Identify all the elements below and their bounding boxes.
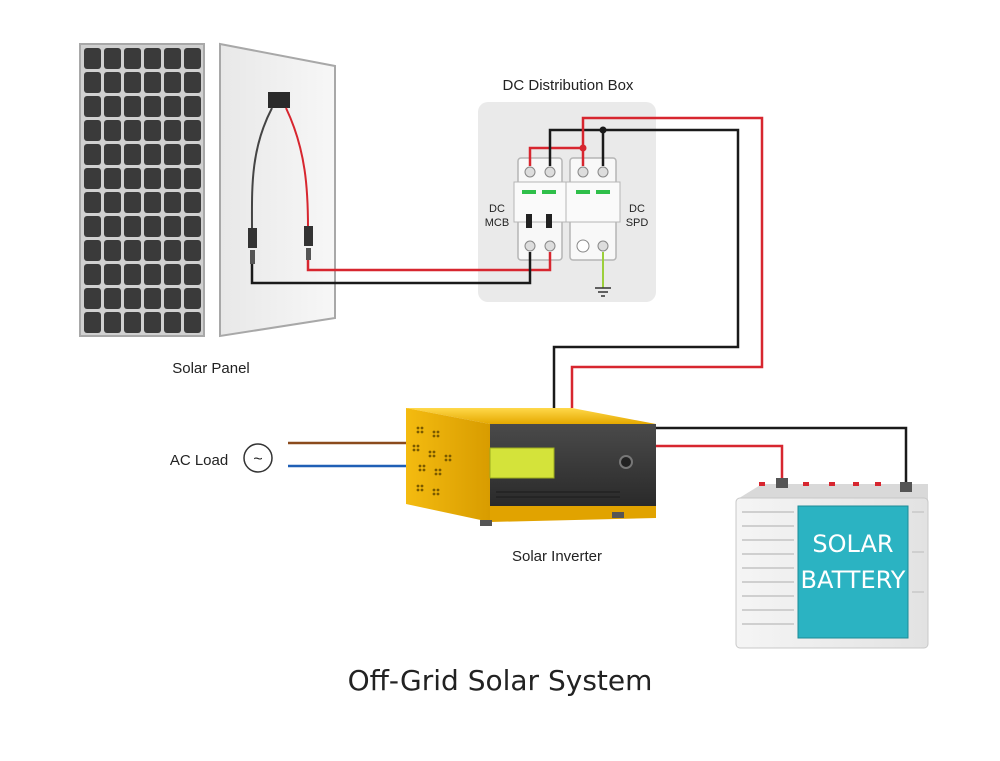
mcb-toggle-icon xyxy=(546,214,552,228)
box-to-inverter-negative-wire xyxy=(552,128,740,408)
solar-panel-label: Solar Panel xyxy=(172,360,250,377)
battery-label-line2: BATTERY xyxy=(801,566,906,594)
panel-negative-wire xyxy=(250,252,532,285)
junction-box-icon xyxy=(268,92,290,108)
solar-panel-front xyxy=(79,43,205,337)
power-button-icon xyxy=(619,455,633,469)
mc4-connector-icon xyxy=(248,228,257,248)
dc-mcb-breaker xyxy=(513,157,567,261)
negative-terminal-icon xyxy=(900,482,912,492)
page-title: Off-Grid Solar System xyxy=(348,664,653,697)
mcb-label-line2: MCB xyxy=(485,217,509,229)
battery-label-line1: SOLAR xyxy=(812,530,893,558)
ac-load-label: AC Load xyxy=(170,452,228,469)
inverter-label: Solar Inverter xyxy=(512,548,602,565)
solar-cells-grid xyxy=(84,48,201,333)
ac-sine-symbol: ~ xyxy=(253,451,262,468)
solar-battery: SOLAR BATTERY xyxy=(735,478,929,649)
dc-spd-device xyxy=(565,157,621,261)
inverter-to-battery-negative-wire xyxy=(656,426,908,484)
mcb-negative-top-wire xyxy=(548,128,605,166)
mcb-toggle-icon xyxy=(526,214,532,228)
solar-inverter xyxy=(406,408,656,526)
ac-source-icon xyxy=(243,443,273,473)
spd-label-line2: SPD xyxy=(626,217,649,229)
box-to-inverter-positive-wire xyxy=(570,116,764,408)
battery-label-panel xyxy=(797,505,909,639)
spd-label-line1: DC xyxy=(629,203,645,215)
positive-terminal-icon xyxy=(776,478,788,488)
mc4-connector-icon xyxy=(304,226,313,246)
mcb-label-line1: DC xyxy=(489,203,505,215)
inverter-vents-icon xyxy=(412,426,452,496)
mcb-positive-top-wire xyxy=(528,146,585,166)
inverter-to-battery-positive-wire xyxy=(656,444,784,478)
ground-icon xyxy=(595,252,611,297)
inverter-screen xyxy=(489,447,555,479)
solar-panel-back xyxy=(219,42,336,338)
panel-positive-wire xyxy=(306,252,552,272)
dc-box-label: DC Distribution Box xyxy=(503,77,634,94)
